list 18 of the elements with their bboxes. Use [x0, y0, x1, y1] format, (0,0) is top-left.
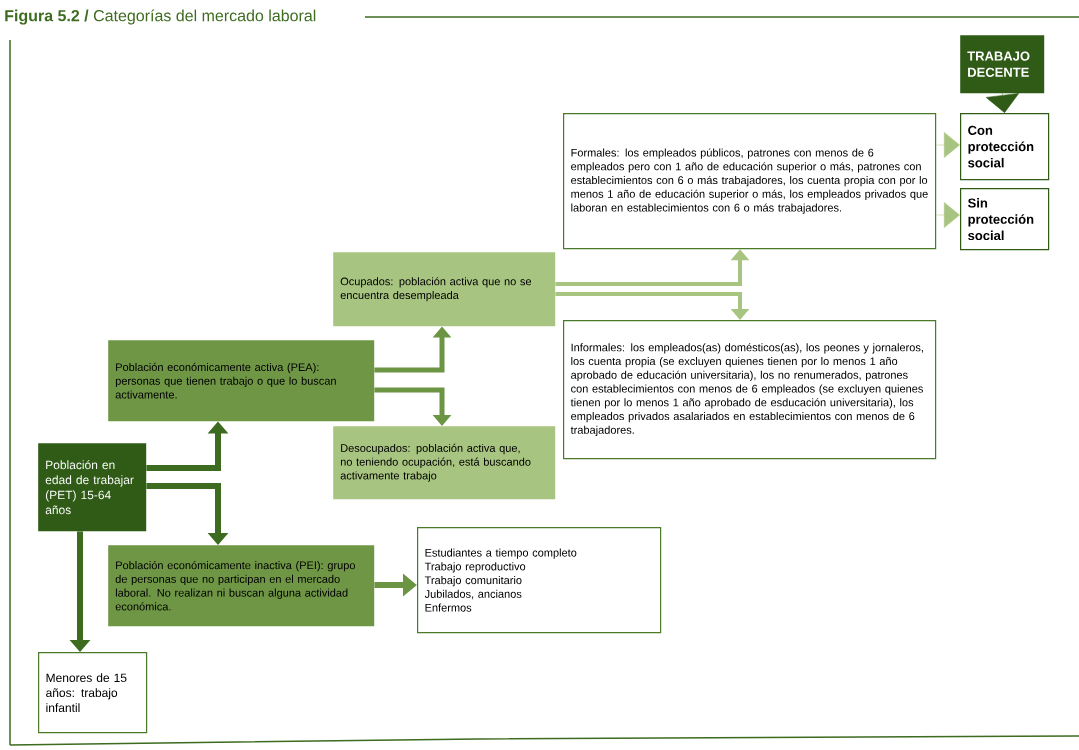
arrow — [146, 483, 229, 545]
arrow — [935, 132, 960, 158]
category-box: Sin protección social — [960, 188, 1050, 251]
arrow — [985, 93, 1020, 113]
arrow — [935, 202, 960, 228]
category-box: Informales: los empleados(as) domésticos(as), los peones y jornaleros, los cuenta propia (se excluyen quienes tienen por lo menos 1 año aprobado de educación universitaria), los no renumerados, patrones con establecimientos con menos de 6 empleados (se excluyen quienes tienen por lo menos 1 año aprobado de esducación universitaria), los empleados privados asalariados en establecimientos con menos de 6 trabajadores. — [563, 320, 937, 460]
arrow — [555, 292, 750, 320]
category-box: Ocupados: población activa que no se encuentra desempleada — [333, 252, 556, 327]
category-box: Menores de 15 años: trabajo infantil — [38, 652, 148, 734]
list-box: Estudiantes a tiempo completo Trabajo reproductivo Trabajo comunitario Jubilados, ancianos Enfermos — [417, 527, 662, 634]
arrow — [374, 387, 452, 426]
figure-title: Figura 5.2 / Categorías del mercado laboral — [5, 9, 316, 25]
category-box: Población en edad de trabajar (PET) 15-64 años — [38, 443, 147, 532]
category-box: Con protección social — [960, 113, 1050, 181]
category-box: Formales: los empleados públicos, patrones con menos de 6 empleados pero con 1 año de educación superior o más, patrones con establecimientos con 6 o más trabajadores, los cuenta propia con por lo menos 1 año de educación superior o más, los empleados privados que laboran en establecimientos con 6 o más trabajadores. — [563, 113, 937, 250]
category-box: Población económicamente inactiva (PEI): grupo de personas que no participan en el mercado laboral. No realizan ni buscan alguna actividad económica. — [108, 545, 375, 627]
category-box: Población económicamente activa (PEA): personas que tienen trabajo o que lo buscan activamente. — [108, 340, 375, 422]
category-box: Desocupados: población activa que, no teniendo ocupación, está buscando activamente trabajo — [333, 426, 556, 500]
